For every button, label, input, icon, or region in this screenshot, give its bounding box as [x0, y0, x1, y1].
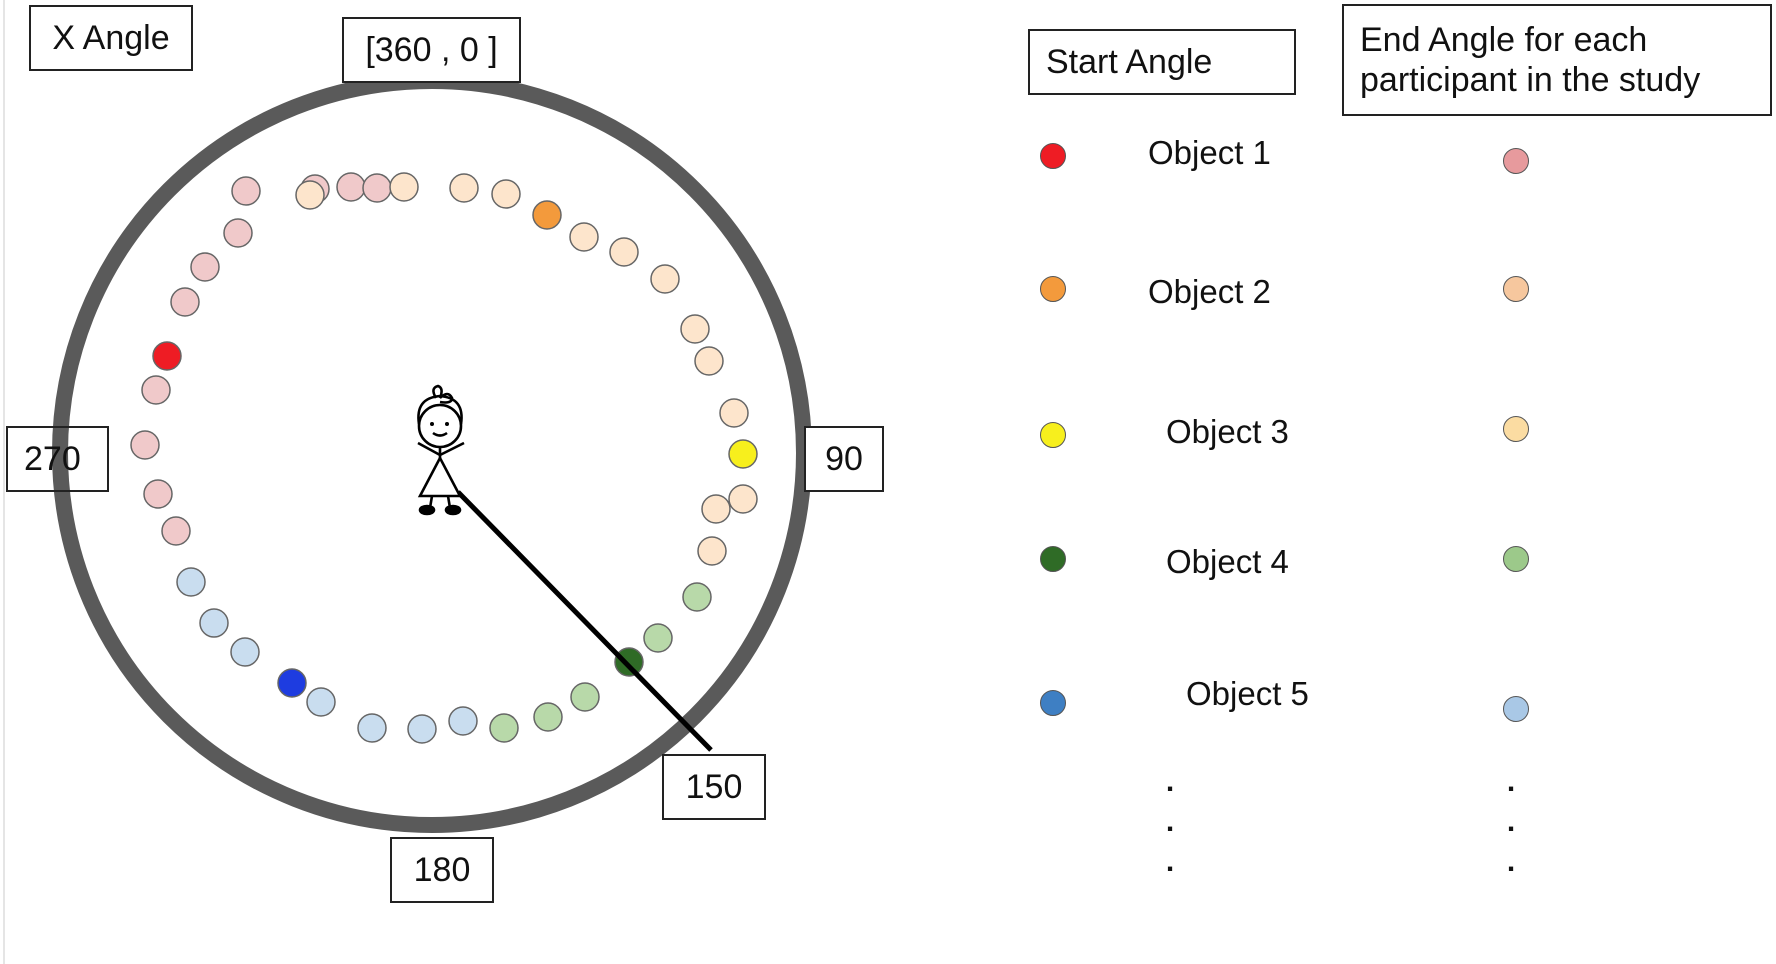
legend-object4-label: Object 4 [1166, 543, 1289, 580]
legend-object1-label: Object 1 [1148, 134, 1271, 171]
participant-dot [130, 430, 160, 460]
participant-dot [491, 179, 521, 209]
legend-object3-end-dot [1503, 416, 1529, 442]
participant-dot [719, 398, 749, 428]
angle-pointer-line [456, 490, 713, 752]
participant-dot [141, 375, 171, 405]
participant-dot [199, 608, 229, 638]
legend-object4-end-dot [1503, 546, 1529, 572]
legend-object5-start-dot [1040, 690, 1066, 716]
participant-dot [389, 172, 419, 202]
legend-end-ellipsis: ... [1506, 765, 1516, 878]
angle-label-top: [360 , 0 ] [342, 17, 521, 83]
angle-ring [52, 73, 812, 833]
angle-label-left: 270 [6, 426, 109, 492]
participant-dot [533, 702, 563, 732]
participant-dot [449, 173, 479, 203]
participant-dot [223, 218, 253, 248]
participant-dot [357, 713, 387, 743]
angle-label-bottom: 180 [390, 837, 494, 903]
participant-dot [277, 668, 307, 698]
end-angle-header: End Angle for each participant in the st… [1342, 4, 1772, 116]
legend-object5-label: Object 5 [1186, 675, 1309, 712]
angle-label-pointer: 150 [662, 754, 766, 820]
participant-dot [152, 341, 182, 371]
participant-dot [570, 682, 600, 712]
participant-dot [170, 287, 200, 317]
participant-dot [532, 200, 562, 230]
legend-object2-end-dot [1503, 276, 1529, 302]
legend-object4-start-dot [1040, 546, 1066, 572]
participant-dot [306, 687, 336, 717]
participant-dot [680, 314, 710, 344]
legend-object5-end-dot [1503, 696, 1529, 722]
participant-dot [609, 237, 639, 267]
participant-dot [697, 536, 727, 566]
end-angle-header-line2: participant in the study [1360, 61, 1701, 99]
legend-object3-label: Object 3 [1166, 413, 1289, 450]
participant-dot [295, 180, 325, 210]
participant-dot [701, 494, 731, 524]
legend-object1-start-dot [1040, 143, 1066, 169]
participant-dot [362, 173, 392, 203]
participant-dot [694, 346, 724, 376]
participant-dot [407, 714, 437, 744]
legend-object1-end-dot [1503, 148, 1529, 174]
participant-dot [161, 516, 191, 546]
participant-dot [143, 479, 173, 509]
participant-dot [489, 713, 519, 743]
end-angle-header-line1: End Angle for each [1360, 21, 1648, 59]
angle-label-right: 90 [804, 426, 884, 492]
legend-object3-start-dot [1040, 422, 1066, 448]
legend-labels-ellipsis: ... [1165, 765, 1175, 878]
participant-dots [130, 172, 758, 744]
stick-figure-icon [417, 384, 465, 516]
x-angle-title-box: X Angle [29, 5, 193, 71]
participant-dot [614, 647, 644, 677]
participant-dot [448, 706, 478, 736]
participant-dot [231, 176, 261, 206]
participant-dot [650, 264, 680, 294]
participant-dot [230, 637, 260, 667]
participant-dot [176, 567, 206, 597]
participant-dot [336, 172, 366, 202]
participant-dot [728, 484, 758, 514]
legend-object2-start-dot [1040, 276, 1066, 302]
participant-dot [190, 252, 220, 282]
participant-dot [682, 582, 712, 612]
legend-object2-label: Object 2 [1148, 273, 1271, 310]
participant-dot [728, 439, 758, 469]
participant-dot [643, 623, 673, 653]
start-angle-header: Start Angle [1028, 29, 1296, 95]
participant-dot [569, 222, 599, 252]
